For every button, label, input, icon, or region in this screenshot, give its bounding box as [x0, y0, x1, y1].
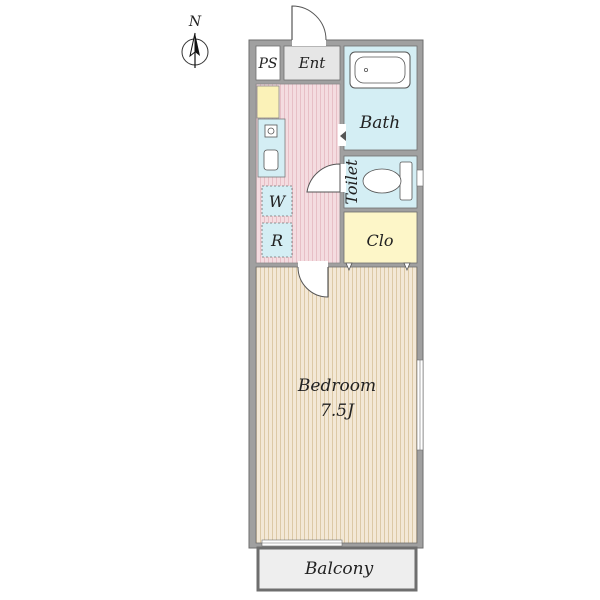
compass-label: N [188, 14, 202, 30]
closet-door-mark-right [403, 262, 411, 272]
bath-label: Bath [359, 113, 400, 133]
drain-icon [363, 68, 368, 73]
entrance-door-opening [292, 36, 326, 46]
toilet-door-opening [338, 164, 346, 192]
bath-door-mark [340, 131, 346, 141]
stove-symbol [264, 124, 278, 138]
balcony-area [256, 546, 418, 592]
toilet-door-swing [306, 163, 341, 193]
shoe-cabinet [256, 85, 280, 119]
sink-symbol [263, 149, 279, 171]
ps-label: PS [257, 56, 277, 72]
refrigerator-label: R [270, 231, 283, 250]
washer-space [261, 185, 293, 217]
washer-label: W [269, 192, 287, 211]
bedroom-door-swing [297, 266, 329, 298]
entrance-label: Ent [298, 54, 327, 72]
closet-door-mark-left [345, 262, 353, 272]
toilet-tank [399, 161, 413, 201]
toilet-window [416, 169, 424, 187]
fridge-space [261, 222, 293, 258]
bedroom-door-opening [298, 261, 328, 269]
toilet-bowl-icon [362, 168, 402, 194]
closet-label: Clo [367, 231, 394, 250]
ps-shaft [255, 45, 281, 81]
north-arrow-icon [181, 32, 209, 68]
bedroom-size-label: 7.5J [320, 401, 355, 421]
balcony-label: Balcony [304, 559, 374, 579]
closet-room [343, 211, 418, 264]
entrance-door-swing [291, 5, 327, 41]
bathtub-inner [354, 56, 406, 84]
burner-icon [267, 127, 275, 135]
toilet-label: Toilet [342, 159, 361, 205]
bedroom-label: Bedroom [297, 376, 376, 396]
